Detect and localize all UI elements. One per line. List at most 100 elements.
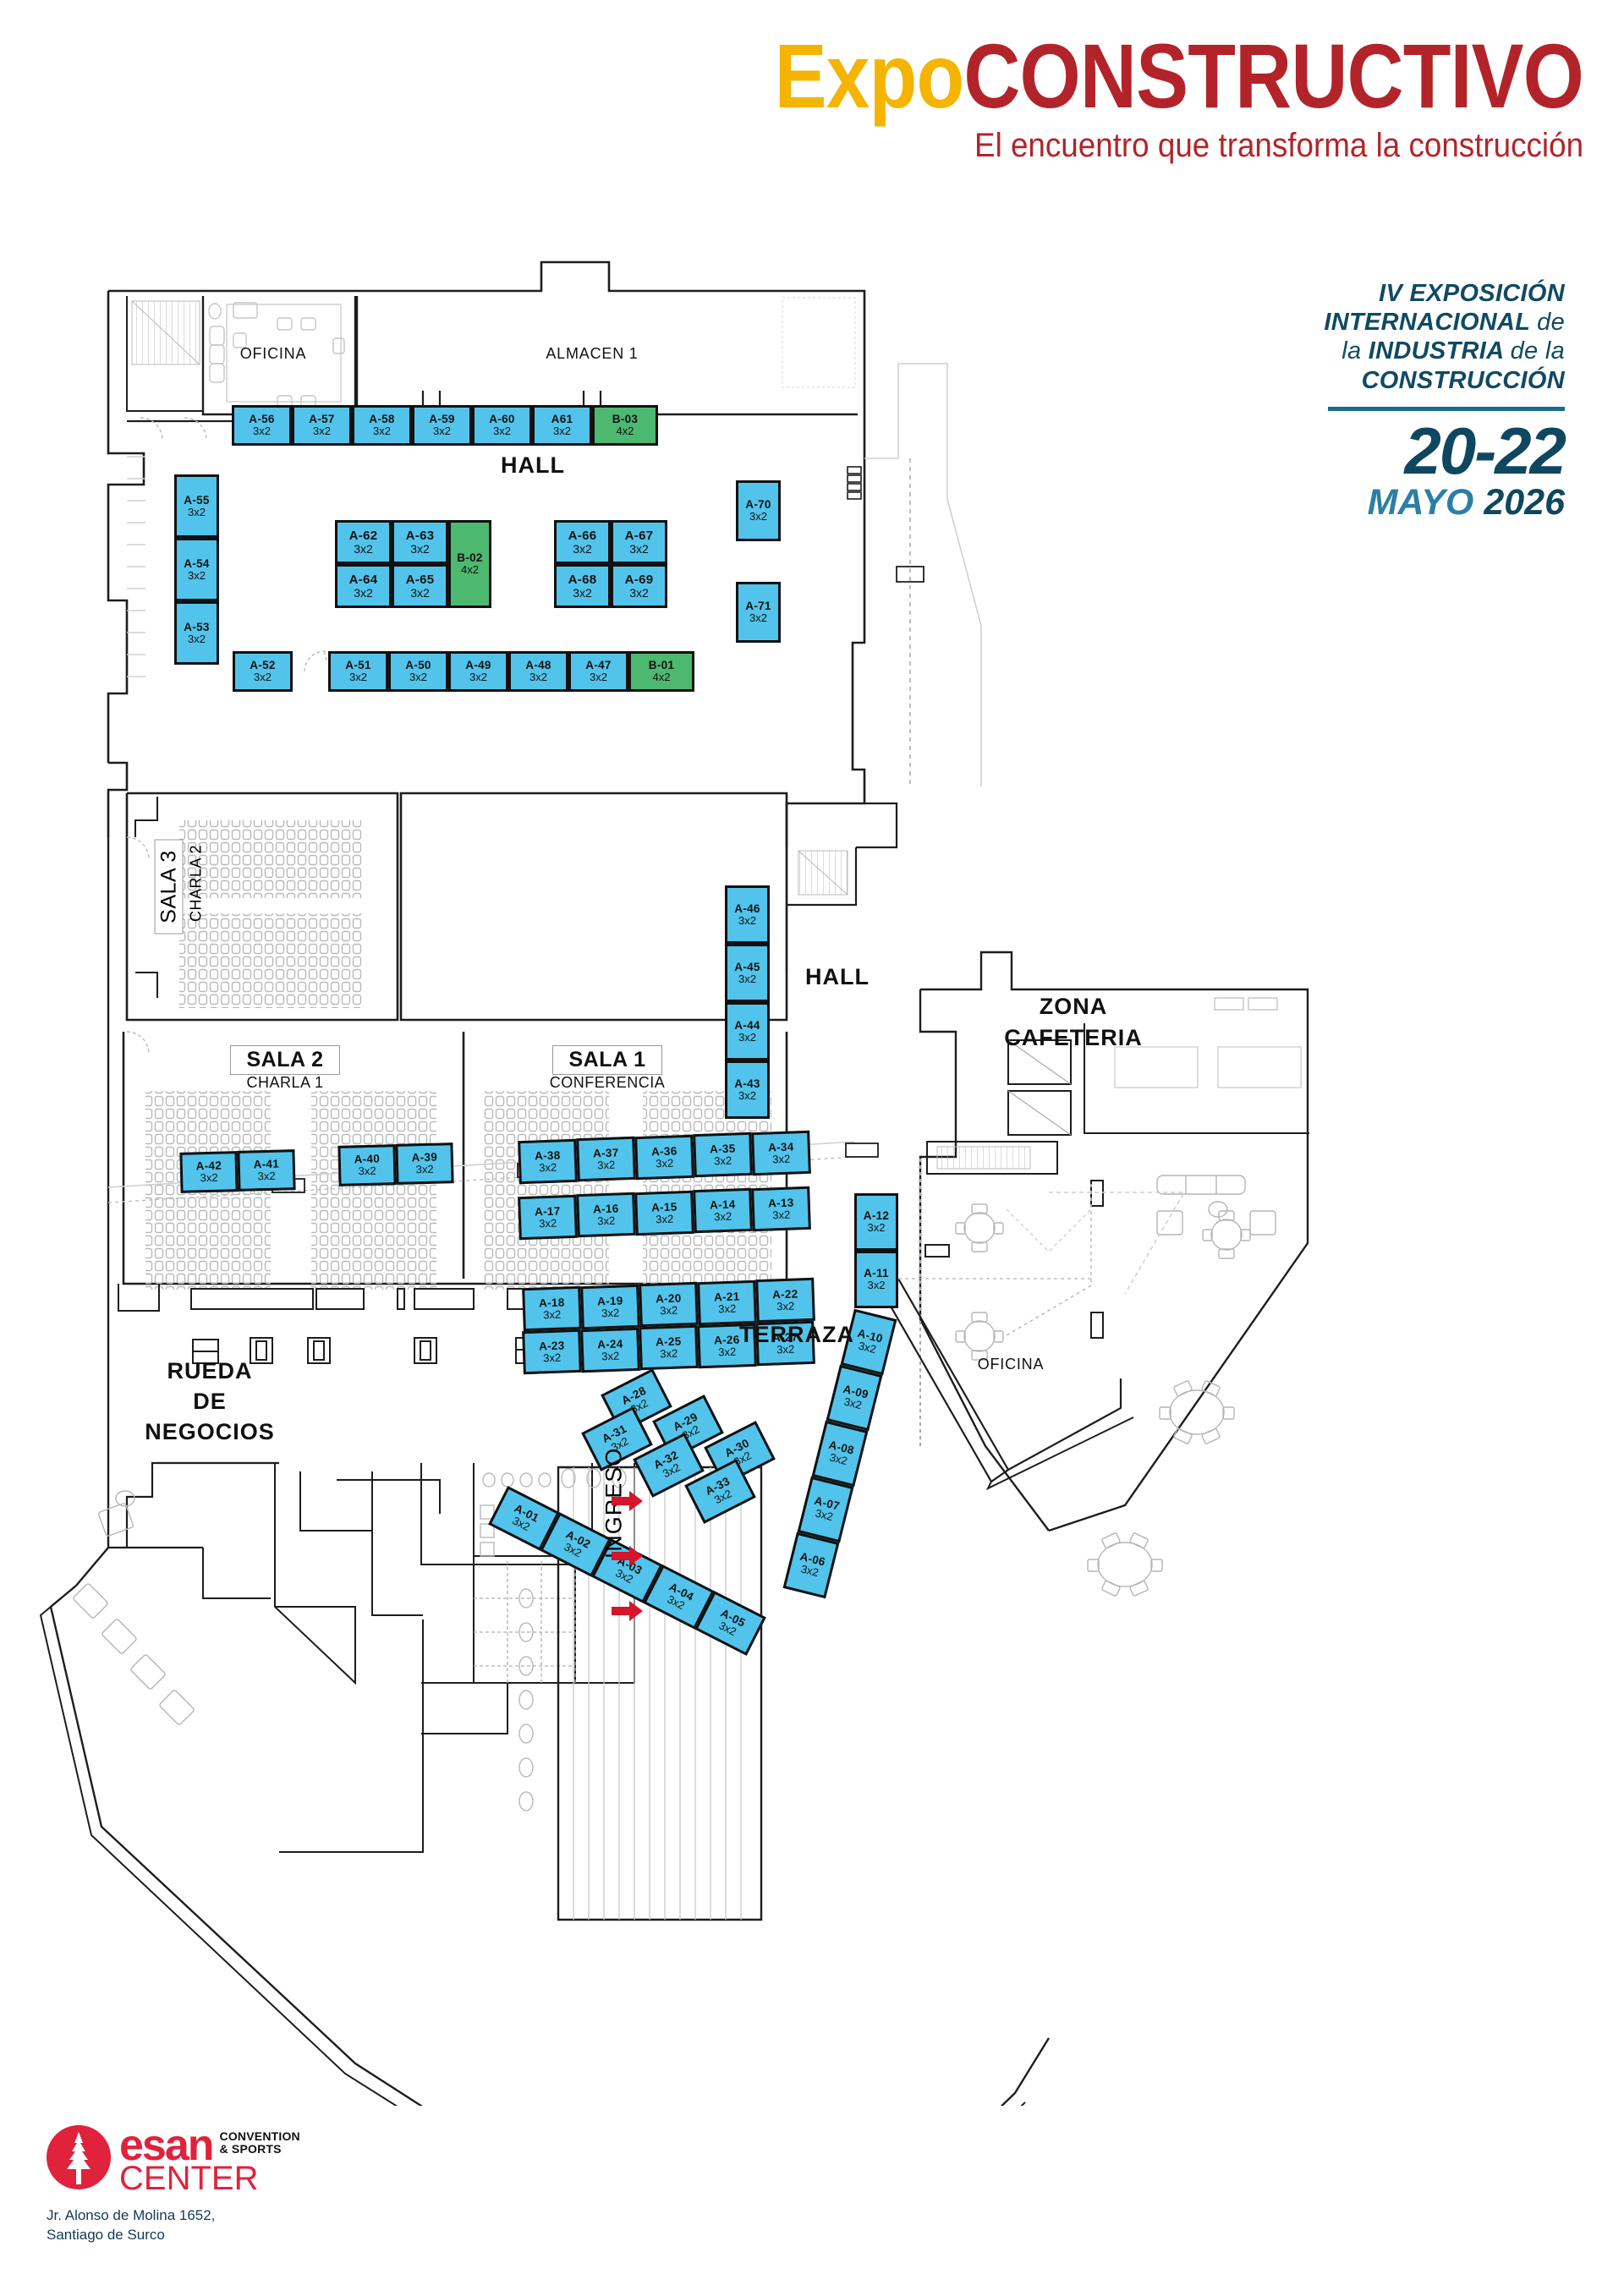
- info-de-la: de la: [1510, 337, 1565, 365]
- booth-id: A-62: [348, 528, 378, 543]
- booth-id: A-48: [525, 659, 551, 672]
- booth-size: 3x2: [749, 510, 767, 523]
- booth-size: 3x2: [410, 541, 430, 556]
- ingreso-arrow-icon: [612, 1546, 643, 1566]
- booth-size: 3x2: [596, 1158, 616, 1172]
- booth-id: A-54: [184, 556, 210, 570]
- booth-id: A-59: [429, 413, 455, 426]
- booth-id: A-68: [568, 572, 597, 587]
- booth-size: 3x2: [867, 1279, 886, 1292]
- booth-id: A-70: [745, 498, 771, 512]
- booth-size: 3x2: [188, 568, 206, 582]
- booth-size: 3x2: [601, 1349, 620, 1363]
- booth-size: 3x2: [433, 425, 451, 438]
- esan-brand-word: esan: [119, 2120, 215, 2170]
- booth-size: 3x2: [529, 671, 547, 684]
- booth-size: 3x2: [538, 1160, 557, 1175]
- booth-id: A-56: [249, 413, 275, 426]
- booth-size: 3x2: [590, 671, 607, 684]
- booth-size: 3x2: [659, 1303, 678, 1318]
- info-internacional: INTERNACIONAL: [1324, 309, 1530, 337]
- venue-address-line-1: Jr. Alonso de Molina 1652,: [47, 2207, 216, 2224]
- booth-size: 3x2: [313, 425, 331, 438]
- booth-id: A-43: [734, 1077, 760, 1090]
- booth-size: 3x2: [655, 1156, 674, 1170]
- booth-size: 3x2: [410, 585, 430, 600]
- booth-size: 3x2: [538, 1216, 557, 1230]
- booth-size: 3x2: [799, 1562, 820, 1580]
- info-line-1: IV EXPOSICIÓN: [1379, 280, 1565, 307]
- booth-size: 3x2: [738, 1030, 756, 1044]
- booth-id: A-50: [405, 659, 431, 672]
- booth-id: A-12: [863, 1209, 890, 1223]
- booth-size: 3x2: [188, 505, 206, 518]
- booth-size: 3x2: [771, 1152, 791, 1166]
- area-label-rueda-l3: NEGOCIOS: [145, 1419, 275, 1444]
- area-label-sala-1: SALA 1: [552, 1045, 662, 1075]
- venue-address-line-2: Santiago de Surco: [47, 2227, 165, 2244]
- booth-size: 3x2: [713, 1209, 732, 1224]
- booth-size: 3x2: [409, 671, 427, 684]
- booth-id: A-45: [734, 960, 760, 973]
- booth-size: 3x2: [349, 671, 367, 684]
- booth-id: A-53: [184, 620, 210, 633]
